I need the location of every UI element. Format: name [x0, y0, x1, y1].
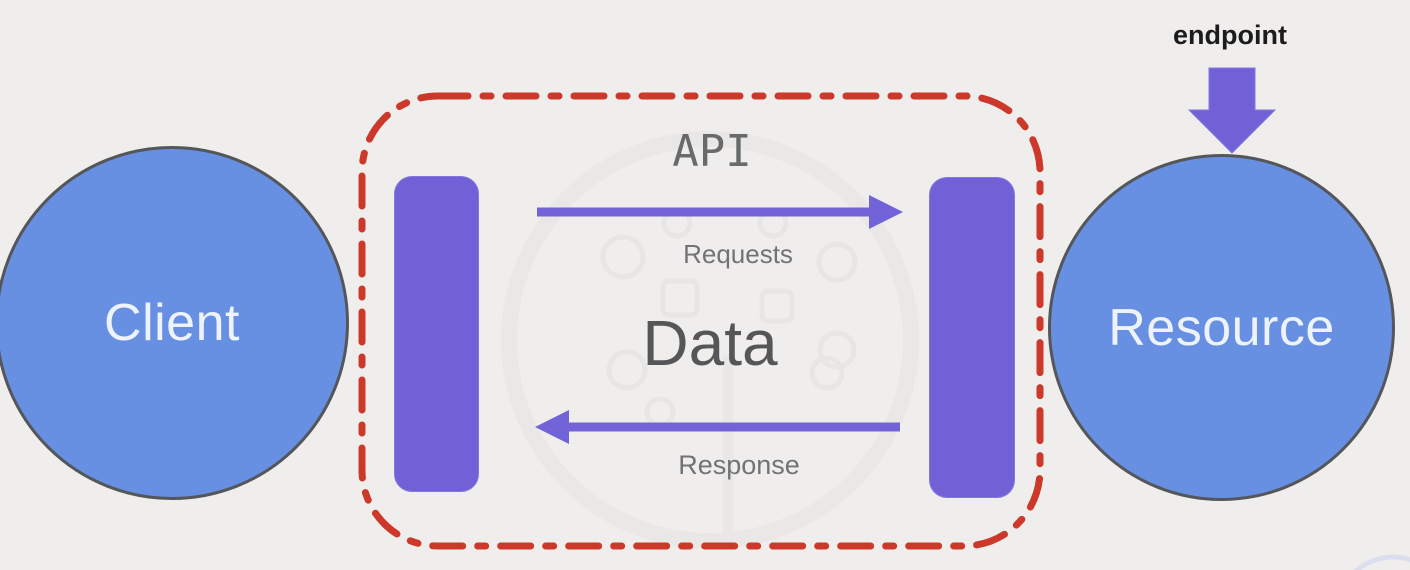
endpoint-label: endpoint	[1173, 20, 1287, 50]
client-node: Client	[0, 146, 349, 500]
watermark-circle	[817, 330, 857, 370]
resource-node: Resource	[1048, 154, 1395, 501]
client-label: Client	[104, 294, 240, 352]
watermark-circle	[644, 396, 676, 428]
requests-arrow-icon	[537, 195, 903, 229]
watermark-circle	[661, 207, 693, 239]
api-interface-bar-left	[394, 176, 479, 492]
watermark-circle	[600, 234, 646, 280]
corner-watermark-arc	[1353, 554, 1410, 570]
watermark-circle	[606, 349, 648, 391]
watermark-circle	[757, 207, 789, 239]
response-arrow-icon	[535, 410, 900, 444]
api-interface-bar-right	[929, 177, 1015, 498]
watermark-circle	[809, 355, 845, 391]
endpoint-arrow-icon	[1187, 67, 1277, 154]
watermark-circle	[816, 241, 858, 283]
resource-label: Resource	[1108, 298, 1335, 357]
response-label: Response	[678, 450, 800, 480]
data-label: Data	[642, 307, 778, 379]
requests-label: Requests	[683, 239, 793, 269]
api-title: API	[672, 126, 752, 177]
